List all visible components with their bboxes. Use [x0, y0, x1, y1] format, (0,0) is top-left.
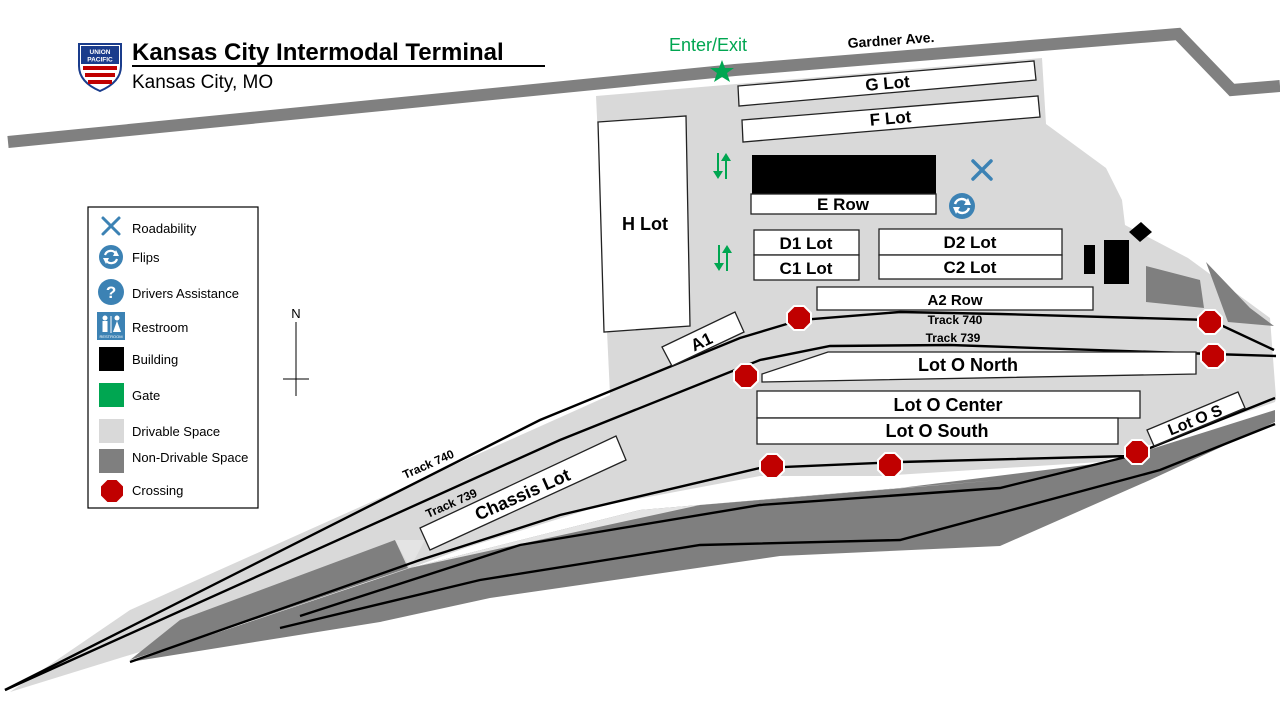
- svg-text:?: ?: [106, 283, 116, 302]
- legend-item-label: Roadability: [132, 221, 197, 236]
- g-lot[interactable]: [737, 60, 1037, 107]
- d1-lot[interactable]: [753, 229, 860, 256]
- crossing-icon: [1200, 343, 1226, 369]
- non-drivable-block: [1146, 266, 1204, 308]
- legend-item-label: Restroom: [132, 320, 188, 335]
- track-lower-3: [279, 422, 1276, 630]
- page-title: Kansas City Intermodal Terminal: [132, 39, 504, 66]
- lot-o-south[interactable]: [756, 417, 1119, 445]
- crossing-icon: [733, 363, 759, 389]
- building: [1104, 240, 1129, 284]
- crossing-icon: [1197, 309, 1223, 335]
- c2-lot-label: C2 Lot: [944, 258, 997, 277]
- legend-building-swatch: [99, 347, 124, 371]
- legend-item-label: Flips: [132, 250, 160, 265]
- building: [1084, 245, 1095, 274]
- d2-lot[interactable]: [878, 228, 1063, 256]
- gate-star-icon[interactable]: [710, 60, 734, 82]
- legend-gate-swatch: [99, 383, 124, 407]
- legend-crossing-icon: [99, 478, 125, 504]
- compass-north-label: N: [291, 306, 300, 321]
- c1-lot[interactable]: [753, 254, 860, 281]
- crossing-icon: [1124, 439, 1150, 465]
- legend-drivers-assistance-icon: ?: [98, 279, 124, 305]
- legend-item-label: Drivers Assistance: [132, 286, 239, 301]
- non-drivable-area: [130, 540, 408, 660]
- lot-o-s[interactable]: [1146, 391, 1246, 447]
- page-subtitle: Kansas City, MO: [132, 72, 273, 93]
- h-lot[interactable]: [597, 115, 691, 333]
- c2-lot[interactable]: [878, 254, 1063, 280]
- d1-lot-label: D1 Lot: [780, 234, 833, 253]
- svg-text:PACIFIC: PACIFIC: [87, 57, 113, 64]
- c1-lot-label: C1 Lot: [780, 259, 833, 278]
- d2-lot-label: D2 Lot: [944, 233, 997, 252]
- lot-o-north-label: Lot O North: [918, 355, 1018, 375]
- track-739-label: Track 739: [926, 331, 981, 345]
- a2-row-label: A2 Row: [927, 292, 982, 309]
- chassis-lot[interactable]: [419, 435, 627, 551]
- f-lot[interactable]: [741, 95, 1041, 143]
- f-lot-label: F Lot: [869, 107, 912, 130]
- legend-item-label: Building: [132, 352, 178, 367]
- legend-item-label: Non-Drivable Space: [132, 450, 248, 465]
- legend-restroom-icon: RESTROOM: [97, 312, 125, 340]
- a2-row[interactable]: [816, 286, 1094, 311]
- legend: Roadability Flips ? Drivers Assistance R…: [87, 206, 259, 509]
- legend-non-drivable-swatch: [99, 449, 124, 473]
- non-drivable-block: [1206, 262, 1274, 326]
- union-pacific-logo: UNION PACIFIC: [78, 43, 122, 93]
- e-row-building: [752, 155, 936, 194]
- roadability-icon[interactable]: [971, 159, 993, 181]
- non-drivable-area: [130, 410, 1275, 662]
- legend-roadability-icon: [101, 216, 121, 236]
- building: [1129, 222, 1152, 242]
- legend-flips-icon: [99, 245, 123, 269]
- legend-item-label: Gate: [132, 388, 160, 403]
- crossing-icon: [877, 452, 903, 478]
- crossing-icon: [786, 305, 812, 331]
- flips-icon[interactable]: [949, 193, 975, 219]
- lot-o-center-label: Lot O Center: [893, 395, 1002, 415]
- legend-item-label: Crossing: [132, 483, 183, 498]
- track-740-label: Track 740: [928, 313, 983, 327]
- lot-o-north[interactable]: [761, 351, 1197, 383]
- svg-text:RESTROOM: RESTROOM: [99, 334, 122, 339]
- track-740: [4, 310, 1275, 692]
- g-lot-label: G Lot: [865, 72, 911, 95]
- h-lot-label: H Lot: [622, 214, 668, 234]
- e-row[interactable]: [750, 193, 937, 215]
- crossing-icon: [759, 453, 785, 479]
- lane: [395, 540, 425, 568]
- street-label: Gardner Ave.: [847, 29, 935, 51]
- e-row-label: E Row: [817, 195, 870, 214]
- gardner-ave-road: [7, 27, 1280, 148]
- a1-lot[interactable]: [661, 311, 745, 367]
- gate-label: Enter/Exit: [669, 35, 747, 55]
- legend-item-label: Drivable Space: [132, 424, 220, 439]
- svg-text:UNION: UNION: [90, 49, 111, 56]
- legend-drivable-swatch: [99, 419, 124, 443]
- lot-o-south-label: Lot O South: [886, 421, 989, 441]
- track-lower-2: [299, 454, 1131, 618]
